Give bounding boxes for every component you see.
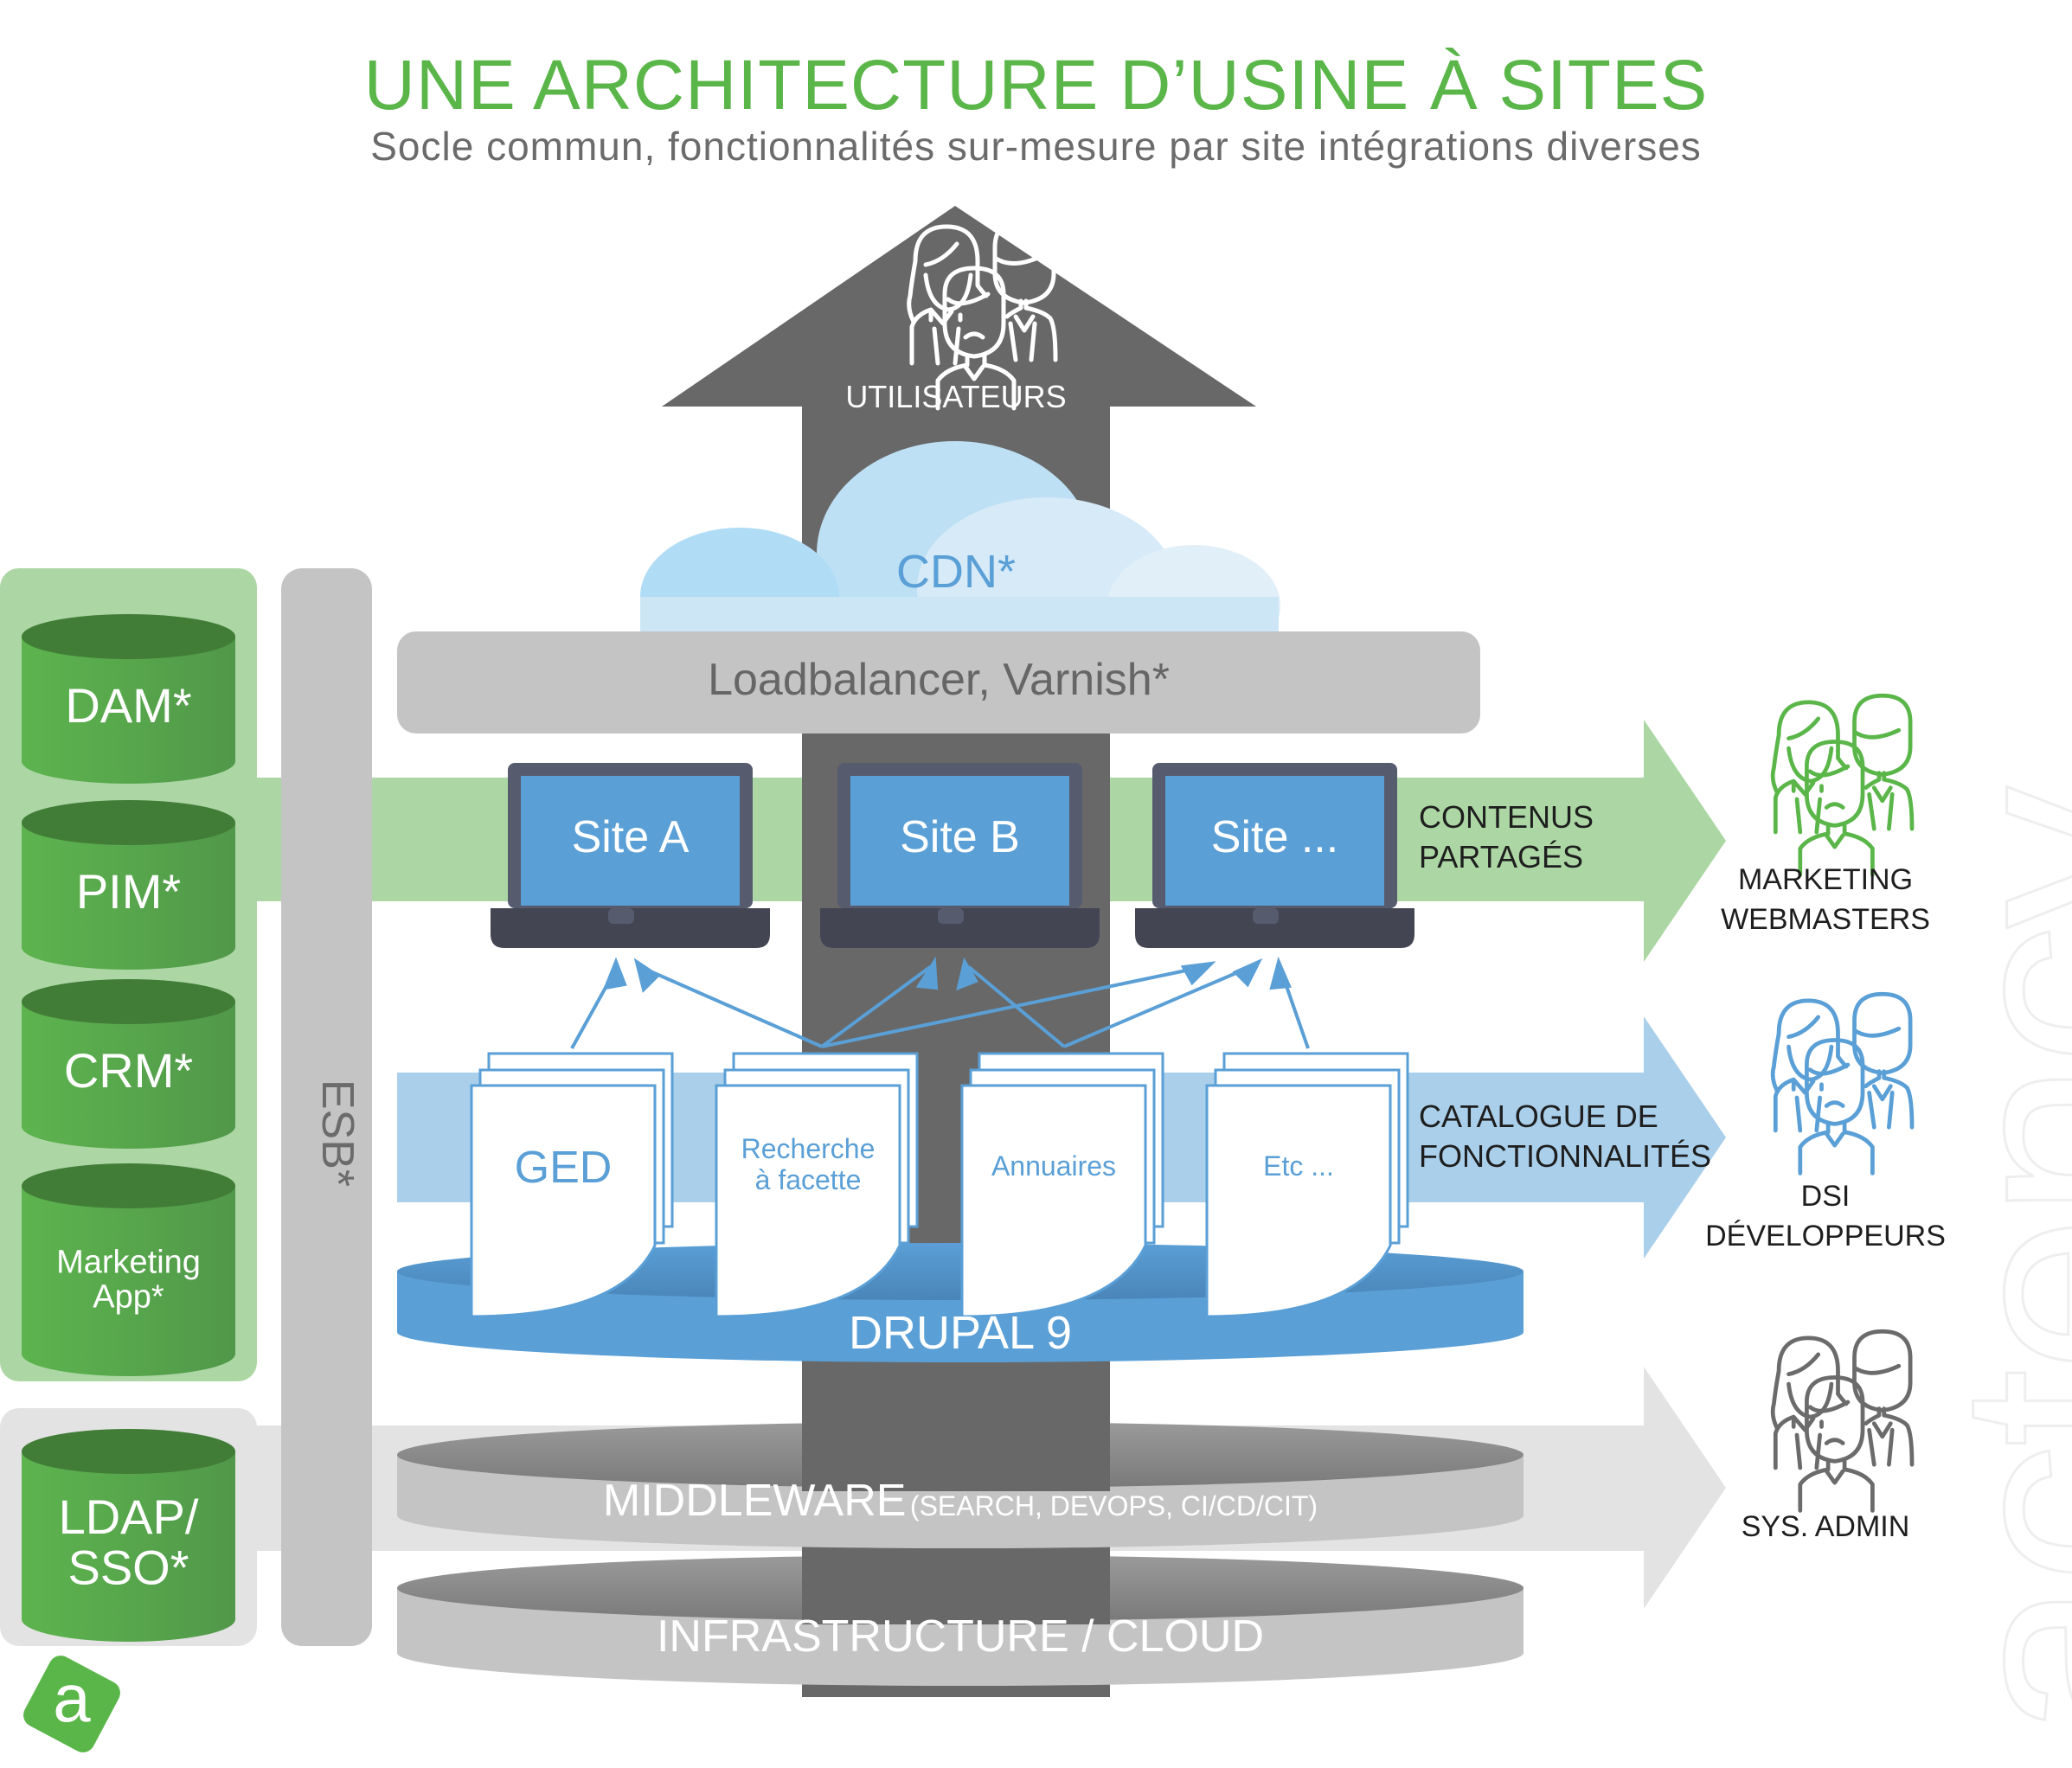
db-label: CRM* (64, 1043, 193, 1098)
content-band-label: CONTENUS PARTAGÉS (1419, 798, 1594, 877)
persona-marketing-icon (1773, 695, 1912, 874)
laptop-site-b-icon (820, 763, 1100, 948)
db-label: Marketing (56, 1245, 201, 1281)
middleware-title: MIDDLEWARE (602, 1476, 907, 1526)
feature-recherche-label: Recherche à facette (716, 1133, 900, 1195)
loadbalancer-label: Loadbalancer, Varnish* (708, 655, 1170, 705)
persona-marketing-line2: WEBMASTERS (1721, 903, 1930, 936)
middleware-label: MIDDLEWARE (SEARCH, DEVOPS, CI/CD/CIT) (397, 1475, 1524, 1527)
middleware-layer (397, 1422, 1524, 1548)
page-subtitle: Socle commun, fonctionnalités sur-mesure… (370, 124, 1702, 169)
infrastructure-layer (397, 1555, 1524, 1686)
feature-annuaires-label: Annuaires (991, 1150, 1117, 1182)
db-label: SSO* (67, 1541, 189, 1595)
drupal-label: DRUPAL 9 (848, 1307, 1073, 1359)
db-dam-icon: DAM* (22, 614, 235, 784)
site-b-label: Site B (900, 812, 1020, 862)
page-title: UNE ARCHITECTURE D’USINE À SITES (363, 46, 1709, 125)
brand-watermark: actency (1898, 790, 2072, 1739)
db-label: LDAP/ (59, 1489, 199, 1544)
esb-bus (281, 568, 372, 1646)
catalog-band-label: CATALOGUE DE FONCTIONNALITÉS (1419, 1097, 1711, 1176)
persona-sysadmin-icon (1773, 1331, 1912, 1510)
feature-recherche-line2: à facette (754, 1164, 862, 1195)
loadbalancer-bar (397, 631, 1480, 733)
db-label: DAM* (65, 678, 191, 733)
content-band-line1: CONTENUS (1419, 799, 1594, 835)
catalog-band-line2: FONCTIONNALITÉS (1419, 1138, 1712, 1174)
db-pim-icon: PIM* (22, 800, 235, 970)
content-band-line2: PARTAGÉS (1419, 839, 1584, 874)
users-label: UTILISATEURS (845, 379, 1067, 414)
site-a-label: Site A (571, 812, 690, 862)
infrastructure-label: INFRASTRUCTURE / CLOUD (656, 1611, 1265, 1662)
site-other-label: Site ... (1210, 812, 1339, 862)
persona-marketing-label: MARKETING WEBMASTERS (1696, 860, 1955, 939)
db-crm-icon: CRM* (22, 979, 235, 1149)
persona-dsi-label: DSI DÉVELOPPEURS (1696, 1176, 1955, 1256)
db-ldap-sso-icon: LDAP/SSO* (22, 1429, 235, 1642)
doc-annuaires-icon (960, 1052, 1164, 1318)
persona-dsi-line2: DÉVELOPPEURS (1705, 1220, 1946, 1252)
db-label: App* (93, 1279, 164, 1316)
feature-ged-label: GED (514, 1143, 613, 1193)
feature-docs (470, 1052, 1409, 1318)
persona-dsi-icon (1773, 994, 1912, 1173)
feature-to-site-connectors (570, 956, 1310, 1049)
middleware-detail: (SEARCH, DEVOPS, CI/CD/CIT) (909, 1490, 1318, 1521)
db-label: PIM* (76, 864, 181, 919)
laptop-site-other-icon (1135, 763, 1414, 948)
brand-logo-letter: a (53, 1660, 91, 1736)
doc-recherche-icon (715, 1052, 919, 1318)
feature-recherche-line1: Recherche (741, 1133, 876, 1164)
persona-dsi-line1: DSI (1800, 1180, 1851, 1213)
doc-etc-icon (1205, 1052, 1409, 1318)
doc-ged-icon (470, 1052, 674, 1318)
cdn-label: CDN* (895, 546, 1016, 598)
esb-label: ESB* (312, 1079, 362, 1188)
persona-marketing-line1: MARKETING (1737, 863, 1914, 896)
catalog-band-line1: CATALOGUE DE (1419, 1099, 1658, 1134)
feature-etc-label: Etc ... (1263, 1150, 1334, 1182)
laptop-site-a-icon (491, 763, 770, 948)
persona-sysadmin-label: SYS. ADMIN (1741, 1510, 1910, 1543)
